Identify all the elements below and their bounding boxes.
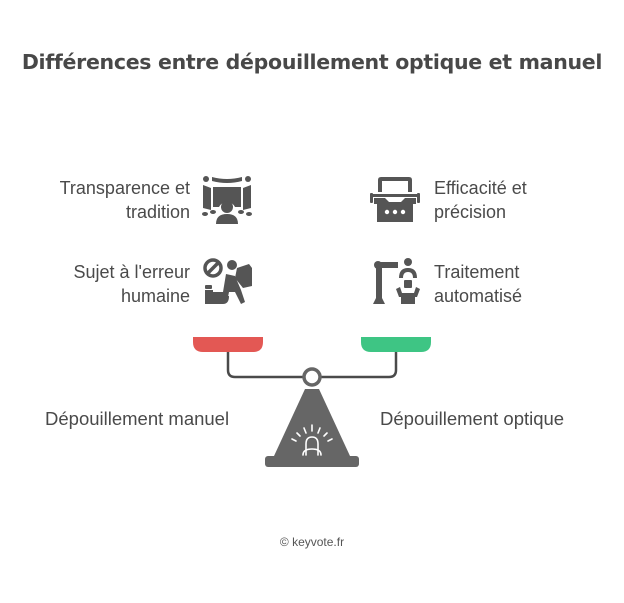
left-item-2-line2: humaine xyxy=(120,286,190,306)
scale-beam xyxy=(226,352,398,379)
left-item-1-line1: Transparence et xyxy=(59,178,190,198)
robotic-arm-icon xyxy=(369,256,421,308)
left-heading: Dépouillement manuel xyxy=(45,408,230,429)
right-item-2-line2: automatisé xyxy=(434,286,523,306)
right-item-2-line1: Traitement xyxy=(434,262,520,282)
scale-pivot xyxy=(302,367,322,387)
left-item-1-line2: tradition xyxy=(125,202,190,222)
scale-base xyxy=(265,456,359,467)
footer-copyright: © keyvote.fr xyxy=(279,535,345,549)
right-pan-green xyxy=(361,337,431,352)
left-item-2-line1: Sujet à l'erreur xyxy=(73,262,191,282)
audience-presentation-icon xyxy=(201,174,253,226)
person-error-prohibited-icon xyxy=(201,256,253,308)
right-item-1-label: Efficacité et précision xyxy=(434,176,604,224)
left-item-1-label: Transparence et tradition xyxy=(20,176,190,224)
page-title: Différences entre dépouillement optique … xyxy=(21,50,603,74)
right-heading: Dépouillement optique xyxy=(380,408,565,429)
alarm-light-icon xyxy=(291,424,333,456)
right-item-2-label: Traitement automatisé xyxy=(434,260,604,308)
scanner-machine-icon xyxy=(369,174,421,226)
left-pan-red xyxy=(193,337,263,352)
left-item-2-label: Sujet à l'erreur humaine xyxy=(20,260,191,308)
scale-stand xyxy=(274,389,350,456)
right-item-1-line1: Efficacité et xyxy=(434,178,527,198)
right-item-1-line2: précision xyxy=(434,202,507,222)
